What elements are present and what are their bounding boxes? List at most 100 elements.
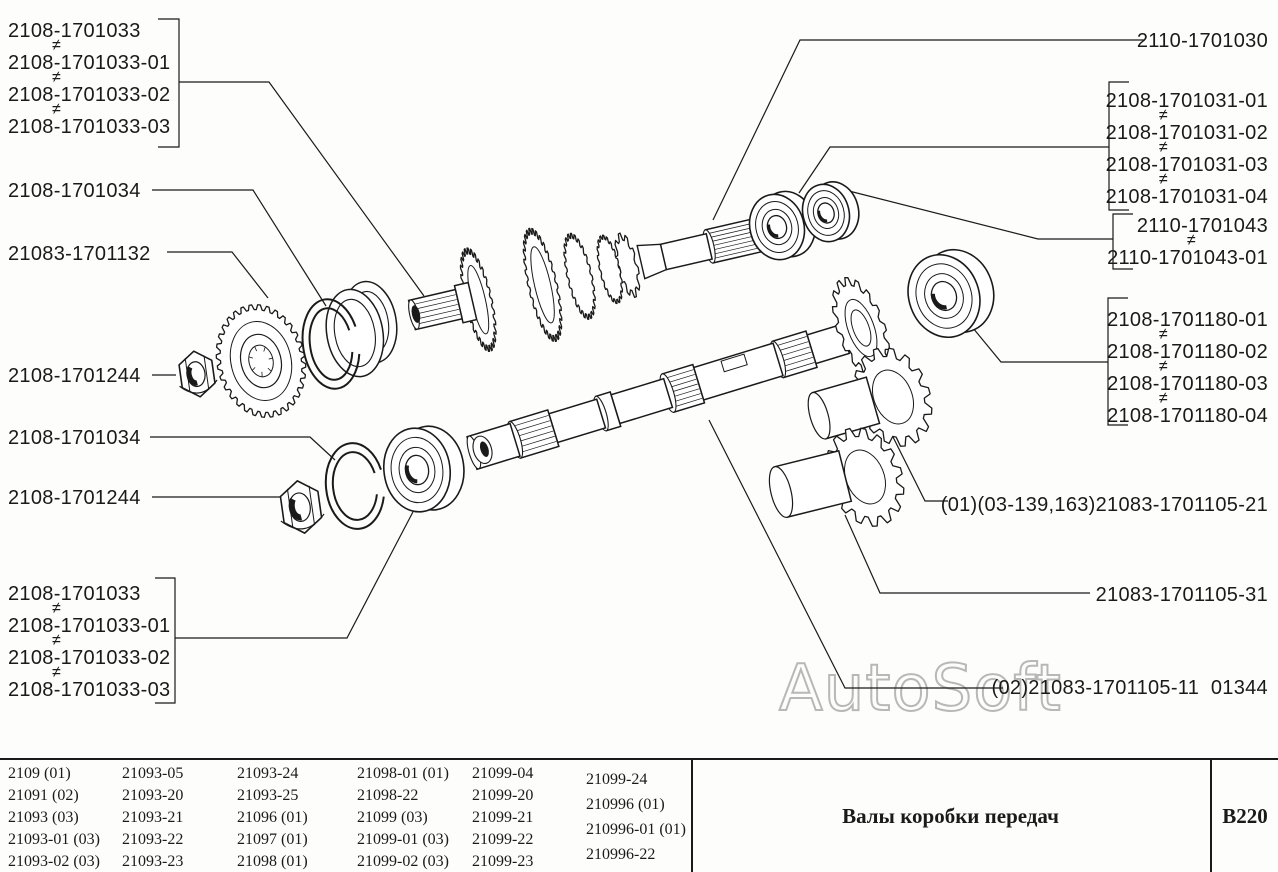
part-number: 2108-1701034 — [8, 427, 141, 449]
applicability-column: 2109 (01) 21091 (02) 21093 (03) 21093-01… — [8, 763, 100, 872]
part-number: 2108-1701033-03 — [8, 116, 171, 138]
model-code: 21099-20 — [472, 787, 534, 804]
exploded-view-diagram — [150, 18, 1145, 704]
gear-hub — [807, 376, 881, 440]
thrust-ring — [301, 298, 361, 390]
leader-line — [798, 146, 1109, 194]
page-code: B220 — [1222, 803, 1268, 828]
leader-line — [708, 419, 1003, 689]
not-equal-symbol: ≠ — [1158, 107, 1168, 124]
callout-1701132: 21083-1701132 — [8, 243, 151, 265]
model-code: 21099-02 (03) — [357, 853, 449, 870]
callout-group-1701180: 2108-1701180-01 ≠ 2108-1701180-02 ≠ 2108… — [1107, 309, 1268, 427]
part-number: 2108-1701034 — [8, 180, 141, 202]
bracket — [1108, 81, 1129, 211]
applicability-column: 21098-01 (01) 21098-22 21099 (03) 21099-… — [357, 763, 449, 872]
not-equal-symbol: ≠ — [52, 37, 62, 54]
part-number: 2108-1701033 — [8, 20, 141, 42]
part-number: 2108-1701180-03 — [1107, 373, 1268, 395]
input-shaft-bearing-outer — [801, 181, 860, 243]
model-code: 21093-02 (03) — [8, 853, 100, 870]
part-number: 2108-1701031-02 — [1105, 122, 1268, 144]
applicability-column: 21093-24 21093-25 21096 (01) 21097 (01) … — [237, 763, 308, 872]
part-number: 21083-1701132 — [8, 243, 151, 265]
snap-ring — [324, 442, 386, 530]
part-number: 21083-1701105-31 — [1095, 584, 1268, 606]
callout-1701105-21: (01)(03-139,163)21083-1701105-21 — [941, 494, 1268, 516]
ring-set — [325, 280, 398, 378]
part-number: 2108-1701033-02 — [8, 84, 171, 106]
watermark: AutoSoft — [778, 651, 1062, 727]
leader-line — [892, 436, 948, 502]
model-code: 210996 (01) — [586, 796, 665, 813]
not-equal-symbol: ≠ — [1158, 171, 1168, 188]
not-equal-symbol: ≠ — [1158, 139, 1168, 156]
model-code: 21098 (01) — [237, 853, 308, 870]
shaft-nut — [178, 350, 218, 398]
part-number: 2108-1701244 — [8, 487, 141, 509]
model-code: 21093 (03) — [8, 809, 79, 826]
leader-line — [712, 39, 1145, 221]
not-equal-symbol: ≠ — [1186, 232, 1196, 249]
callout-1701105-11: (02)21083-1701105-11 01344 — [992, 677, 1268, 699]
model-code: 21097 (01) — [237, 831, 308, 848]
not-equal-symbol: ≠ — [52, 664, 62, 681]
applicability-column: 21099-04 21099-20 21099-21 21099-22 2109… — [472, 763, 533, 872]
callout-group-1701043: 2110-1701043 ≠ 2110-1701043-01 — [1107, 215, 1268, 269]
not-equal-symbol: ≠ — [1158, 390, 1168, 407]
model-code: 21099-23 — [472, 853, 534, 870]
leader-line — [179, 81, 425, 297]
part-number: 2108-1701033-03 — [8, 679, 171, 701]
footer-table: 2109 (01) 21091 (02) 21093 (03) 21093-01… — [0, 758, 1278, 872]
model-code: 21093-01 (03) — [8, 831, 100, 848]
not-equal-symbol: ≠ — [1158, 326, 1168, 343]
model-code: 210996-22 — [586, 846, 656, 863]
model-code: 21091 (02) — [8, 787, 79, 804]
bracket — [1112, 213, 1133, 270]
not-equal-symbol: ≠ — [52, 69, 62, 86]
model-code: 21099-04 — [472, 765, 534, 782]
callout-1701244-upper: 2108-1701244 — [8, 365, 141, 387]
model-code: 21093-24 — [237, 765, 299, 782]
callout-1701244-lower: 2108-1701244 — [8, 487, 141, 509]
part-number: 2108-1701244 — [8, 365, 141, 387]
part-number: 2108-1701180-02 — [1107, 341, 1268, 363]
leader-line — [150, 436, 336, 461]
model-code: 21093-23 — [122, 853, 184, 870]
not-equal-symbol: ≠ — [52, 101, 62, 118]
secondary-shaft — [466, 323, 851, 471]
part-number: 2108-1701180-04 — [1107, 405, 1268, 427]
callout-1701034-lower: 2108-1701034 — [8, 427, 141, 449]
model-code: 21099 (03) — [357, 809, 428, 826]
leader-lines — [150, 18, 1145, 704]
applicability-column: 21093-05 21093-20 21093-21 21093-22 2109… — [122, 763, 183, 872]
part-number: 2108-1701033 — [8, 583, 141, 605]
leader-line — [967, 321, 1108, 363]
model-code: 21093-20 — [122, 787, 184, 804]
part-number: 2110-1701043-01 — [1107, 247, 1268, 269]
leader-line — [844, 189, 1113, 240]
gear — [596, 234, 624, 305]
bracket — [158, 18, 180, 148]
model-code: 21093-05 — [122, 765, 184, 782]
table-divider — [691, 760, 693, 872]
leader-line — [167, 251, 269, 299]
model-code: 21093-22 — [122, 831, 184, 848]
callout-1701030: 2110-1701030 — [1137, 30, 1268, 52]
part-number: 2108-1701033-01 — [8, 615, 171, 637]
part-number: 2108-1701180-01 — [1107, 309, 1268, 331]
part-number: 2108-1701031-04 — [1105, 186, 1268, 208]
not-equal-symbol: ≠ — [52, 600, 62, 617]
part-number: (02)21083-1701105-11 01344 — [991, 677, 1268, 699]
model-code: 210996-01 (01) — [586, 821, 686, 838]
gear — [522, 227, 563, 343]
table-divider — [1210, 760, 1212, 872]
part-number: 2110-1701043 — [1136, 215, 1268, 237]
input-shaft — [407, 217, 786, 353]
secondary-shaft-bearing — [907, 248, 995, 339]
leader-line — [152, 189, 327, 307]
model-code: 21099-22 — [472, 831, 534, 848]
callout-1701105-31: 21083-1701105-31 — [1096, 584, 1268, 606]
callout-group-1701033-top: 2108-1701033 ≠ 2108-1701033-01 ≠ 2108-17… — [8, 20, 170, 138]
callout-group-1701033-bottom: 2108-1701033 ≠ 2108-1701033-01 ≠ 2108-17… — [8, 583, 170, 701]
